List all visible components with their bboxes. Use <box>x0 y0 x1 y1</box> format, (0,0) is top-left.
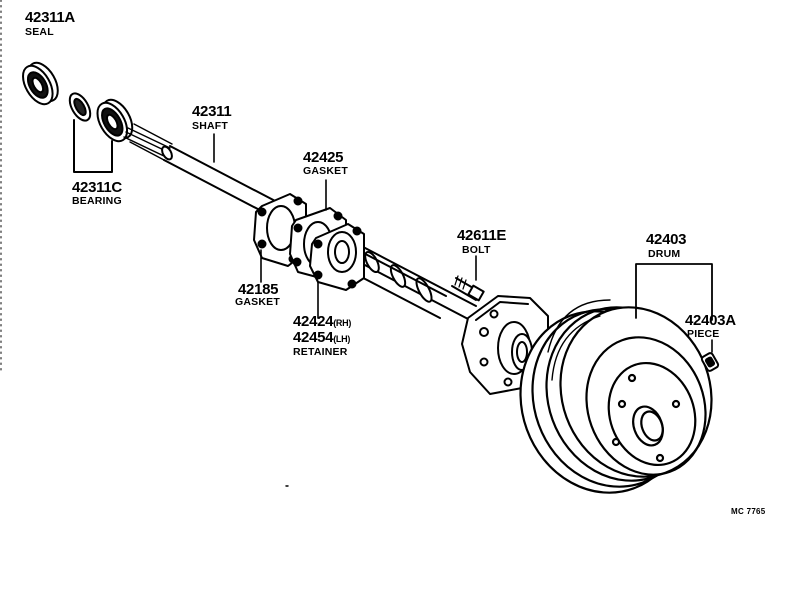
retainer-lh-side: (LH) <box>333 334 351 344</box>
bearing-part-name: BEARING <box>72 195 122 207</box>
bearing-part-number: 42311C <box>72 179 122 196</box>
seal-part-name: SEAL <box>25 26 54 38</box>
bolt-illustration <box>451 275 485 302</box>
drum-leader <box>635 263 713 321</box>
shaft-spline <box>123 123 173 161</box>
retainer-part-name: RETAINER <box>293 346 348 358</box>
retainer-rh-number: 42424 <box>293 313 334 330</box>
retainer-lh-number: 42454 <box>293 329 334 346</box>
piece-part-name: PIECE <box>687 328 720 340</box>
gasket-inner-part-number: 42185 <box>238 281 279 298</box>
drum-part-number: 42403 <box>646 231 687 248</box>
bearing-ring-illustration <box>68 92 92 122</box>
drum-illustration <box>519 299 713 494</box>
gasket-outer-part-name: GASKET <box>303 165 348 177</box>
retainer-rh-part-number: 42424(RH) <box>293 314 351 329</box>
shaft-part-name: SHAFT <box>192 120 228 132</box>
seal-illustration <box>22 61 59 106</box>
retainer-illustration <box>309 223 365 291</box>
piece-illustration <box>700 352 720 372</box>
bearing-illustration <box>96 98 134 143</box>
diagram-code: MC 7765 <box>731 507 766 516</box>
retainer-lh-part-number: 42454(LH) <box>293 330 350 345</box>
seal-part-number: 42311A <box>25 9 75 26</box>
shaft-part-number: 42311 <box>192 103 232 120</box>
bolt-part-name: BOLT <box>462 244 491 256</box>
bearing-leader <box>73 119 113 173</box>
drum-part-name: DRUM <box>648 248 681 260</box>
piece-part-number: 42403A <box>685 312 736 329</box>
bolt-part-number: 42611E <box>457 227 507 244</box>
gasket-inner-part-name: GASKET <box>235 296 280 308</box>
gasket-outer-part-number: 42425 <box>303 149 344 166</box>
retainer-rh-side: (RH) <box>333 318 352 328</box>
